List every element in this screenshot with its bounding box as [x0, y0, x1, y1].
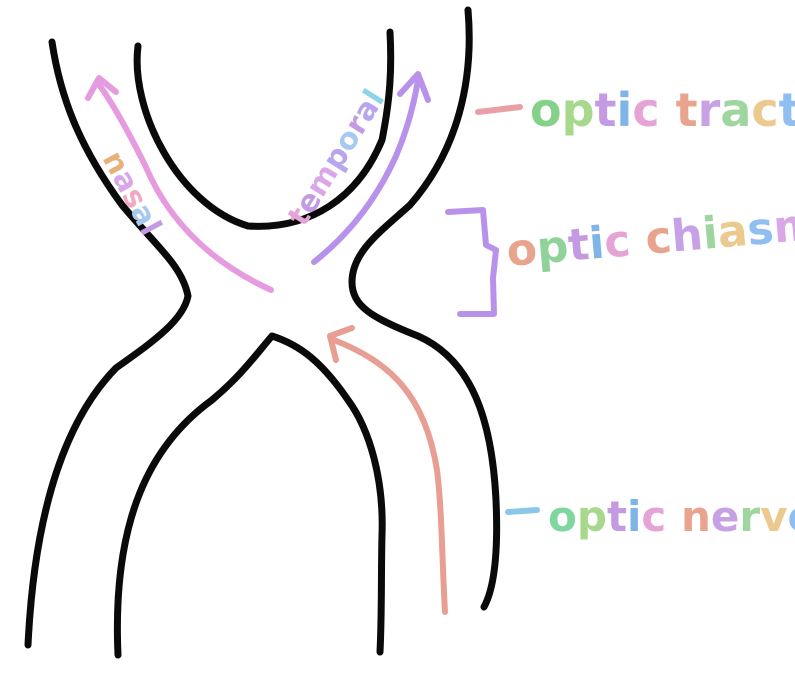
temporal-arrowhead	[397, 71, 431, 103]
optic-tract-leader-tick	[475, 104, 523, 115]
right-outer-outline	[348, 6, 501, 611]
bottom-inner-notch-outline	[113, 332, 386, 659]
optic-tract-label: optic tract	[530, 83, 795, 137]
optic-chiasm-label: optic chiasm	[505, 199, 795, 277]
optic-nerve-label: optic nerve	[548, 492, 795, 541]
optic-nerve-arrowhead	[327, 325, 355, 363]
nasal-fiber-arrow	[97, 83, 274, 293]
optic-chiasm-bracket	[445, 207, 499, 317]
left-outer-outline	[24, 38, 192, 649]
inner-top-notch-outline	[133, 28, 395, 230]
nasal-arrowhead	[85, 75, 119, 101]
optic-nerve-leader-tick	[505, 507, 540, 515]
temporal-fiber-arrow	[311, 77, 421, 265]
optic-nerve-fiber-arrow	[331, 337, 448, 615]
